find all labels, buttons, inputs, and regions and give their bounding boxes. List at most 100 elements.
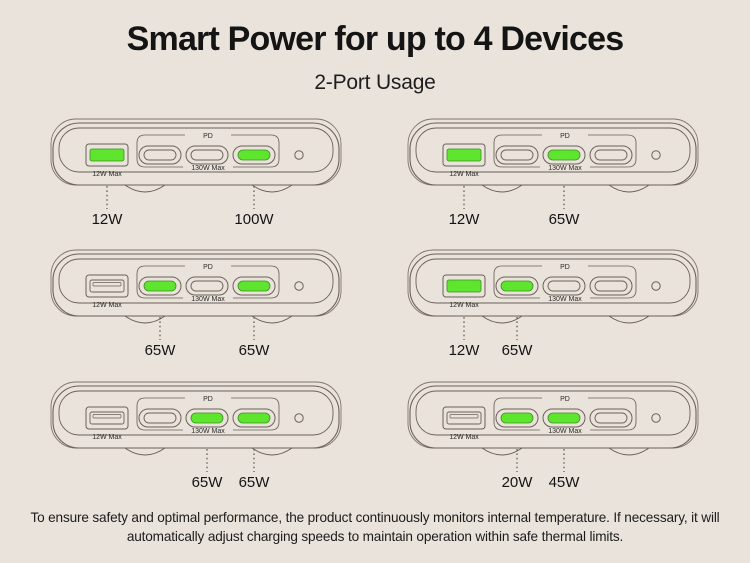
device-1-usb-c-1-bezel bbox=[138, 145, 181, 165]
device-6-usb-a-tongue bbox=[449, 414, 478, 419]
device-2-usb-c-1[interactable] bbox=[495, 145, 538, 165]
device-1-usb-a-wattage-label: 12W bbox=[91, 211, 123, 227]
device-3-face-panel bbox=[58, 258, 333, 304]
device-3-usb-a[interactable]: 12W Max bbox=[85, 274, 128, 309]
device-6-usb-a-bezel bbox=[442, 406, 485, 430]
device-2-usb-a-bezel bbox=[442, 143, 485, 167]
device-3-status-led[interactable] bbox=[293, 281, 304, 292]
device-1-foot-1 bbox=[124, 184, 165, 193]
device-5-pd-max-label: 130W Max bbox=[191, 428, 225, 435]
device-3-usb-c-1-bezel bbox=[138, 276, 181, 296]
device-5-face-panel bbox=[58, 390, 333, 436]
device-3-usb-c-2[interactable] bbox=[185, 276, 228, 296]
device-1-usb-c-3[interactable] bbox=[232, 145, 275, 165]
device-1-status-led[interactable] bbox=[293, 149, 304, 160]
device-2-usb-c-3-cavity bbox=[594, 149, 627, 161]
device-4-usb-c-2[interactable] bbox=[542, 276, 585, 296]
device-2-usb-a[interactable]: 12W Max bbox=[442, 143, 485, 178]
device-5-usb-c-3-bezel bbox=[232, 408, 275, 428]
device-6-usb-a-cavity bbox=[446, 411, 481, 425]
device-1-pd-group-bracket bbox=[136, 134, 279, 168]
device-2-usb-c-3[interactable] bbox=[589, 145, 632, 165]
device-5-usb-a-tongue bbox=[92, 414, 121, 419]
device-1-usb-c-2-bezel bbox=[185, 145, 228, 165]
device-5-usb-c-2[interactable] bbox=[185, 408, 228, 428]
device-1-body bbox=[51, 122, 340, 186]
device-3-usb-c-1[interactable] bbox=[138, 276, 181, 296]
device-4-face-panel bbox=[415, 258, 690, 304]
device-2-usb-c-2[interactable] bbox=[542, 145, 585, 165]
device-1-usb-c-3-active-fill bbox=[237, 149, 270, 161]
device-1-usb-c-2[interactable] bbox=[185, 145, 228, 165]
device-4-usb-c-1-active-fill bbox=[500, 280, 533, 292]
device-6-pd-label: PD bbox=[560, 396, 570, 403]
device-5-status-led[interactable] bbox=[293, 413, 304, 423]
device-6-usb-c-3[interactable] bbox=[589, 408, 632, 428]
device-2-usb-c-1-cavity bbox=[500, 149, 533, 161]
device-3-foot-2 bbox=[251, 315, 292, 324]
device-4-usb-a-max-label: 12W Max bbox=[449, 302, 479, 309]
device-5-usb-c-2-wattage-label: 65W bbox=[191, 474, 223, 490]
device-1-usb-a[interactable]: 12W Max bbox=[85, 143, 128, 178]
device-3-usb-c-3[interactable] bbox=[232, 276, 275, 296]
device-3-usb-c-3-active-fill bbox=[237, 280, 270, 292]
device-2-status-led[interactable] bbox=[650, 149, 661, 160]
device-6-usb-c-2-wattage-label: 45W bbox=[548, 474, 580, 490]
device-3-usb-c-3-bezel bbox=[232, 276, 275, 296]
device-5-usb-a-cavity bbox=[89, 411, 124, 425]
device-4-status-led[interactable] bbox=[650, 281, 661, 292]
page-subtitle: 2-Port Usage bbox=[314, 70, 436, 94]
device-6-usb-a[interactable]: 12W Max bbox=[442, 406, 485, 441]
device-6-usb-c-1[interactable] bbox=[495, 408, 538, 428]
device-4-usb-c-1-wattage-label: 65W bbox=[501, 342, 533, 358]
device-1-usb-a-bezel bbox=[85, 143, 128, 167]
device-1-usb-c-1-cavity bbox=[143, 149, 176, 161]
device-6-usb-c-2[interactable] bbox=[542, 408, 585, 428]
device-5-pd-label: PD bbox=[203, 396, 213, 403]
device-3-pd-label: PD bbox=[203, 264, 213, 271]
device-5-usb-c-1-cavity bbox=[143, 412, 176, 424]
device-1-usb-a-active-fill bbox=[89, 148, 124, 162]
device-3-usb-a-bezel bbox=[85, 274, 128, 298]
device-3-usb-c-2-cavity bbox=[190, 280, 223, 292]
device-5-usb-c-2-active-fill bbox=[190, 412, 223, 424]
device-4-usb-a-bezel bbox=[442, 274, 485, 298]
device-5-pd-group-bracket bbox=[136, 397, 279, 431]
device-2-usb-c-2-active-fill bbox=[547, 149, 580, 161]
device-5-usb-c-1[interactable] bbox=[138, 408, 181, 428]
device-3-usb-c-2-bezel bbox=[185, 276, 228, 296]
device-5-usb-c-3[interactable] bbox=[232, 408, 275, 428]
device-3-usb-c-1-wattage-label: 65W bbox=[144, 342, 176, 358]
device-6-usb-c-3-bezel bbox=[589, 408, 632, 428]
device-5-usb-a-bezel bbox=[85, 406, 128, 430]
device-2-usb-c-3-bezel bbox=[589, 145, 632, 165]
device-6-usb-a-max-label: 12W Max bbox=[449, 434, 479, 441]
device-4-usb-c-1[interactable] bbox=[495, 276, 538, 296]
device-4-usb-c-3-bezel bbox=[589, 276, 632, 296]
device-6-status-led[interactable] bbox=[650, 413, 661, 423]
device-1-pd-label: PD bbox=[203, 133, 213, 140]
device-4-usb-a[interactable]: 12W Max bbox=[442, 274, 485, 309]
footer: To ensure safety and optimal performance… bbox=[0, 504, 750, 563]
device-1-usb-c-1[interactable] bbox=[138, 145, 181, 165]
device-1-foot-2 bbox=[251, 184, 292, 193]
thermal-note: To ensure safety and optimal performance… bbox=[30, 509, 720, 545]
device-5-usb-a[interactable]: 12W Max bbox=[85, 406, 128, 441]
device-1-usb-c-3-bezel bbox=[232, 145, 275, 165]
device-3-usb-a-tongue bbox=[92, 282, 121, 287]
device-4-usb-c-3[interactable] bbox=[589, 276, 632, 296]
